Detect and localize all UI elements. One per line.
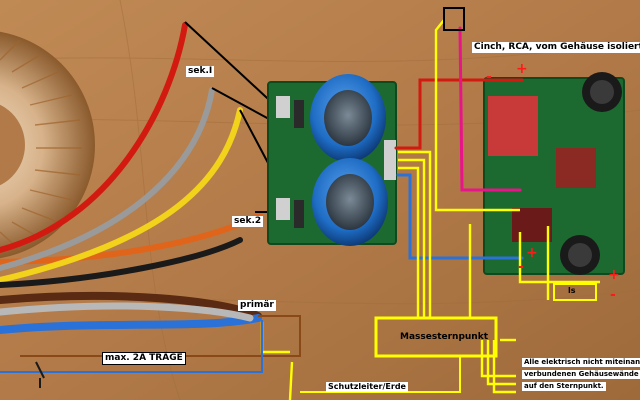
polarity-bottom-minus-1: - [518,259,524,275]
wire-gray [0,87,215,271]
case-note-line3: auf den Sternpunkt. [522,382,606,391]
ls-box [553,283,597,301]
ground-star-box [374,316,498,358]
sek2-label: sek.2 [232,216,264,227]
case-note-line2: verbundenen Gehäusewände kommen [522,370,640,379]
fuse-label: max. 2A TRÄGE [102,352,186,365]
ground-star-label: Massesternpunkt [400,332,489,342]
polarity-top-plus: + [516,61,528,77]
polarity-top-minus: - [486,69,492,85]
case-note-line1: Alle elektrisch nicht miteinander [522,358,640,367]
wire-yellow [0,107,243,283]
filter-capacitors [310,74,388,246]
toroidal-transformer [0,31,95,259]
cinch-label: Cinch, RCA, vom Gehäuse isoliert [472,42,640,53]
primaer-label: primär [238,300,276,311]
wire-black-1 [0,237,243,288]
cinch-connector [443,7,465,31]
wire-gray-2 [0,302,254,322]
protective-earth-label: Schutzleiter/Erde [326,382,408,392]
earth-line [300,356,461,393]
ls-label: ls [568,286,576,295]
signal-pink [458,26,522,192]
polarity-bottom-minus-2: - [610,287,616,303]
supply-red [394,78,524,150]
sek1-label: sek.I [186,66,215,77]
amplifier-board [483,72,625,275]
polarity-bottom-plus-2: + [608,267,620,283]
supply-wires [394,26,524,260]
wire-red [0,22,188,253]
supply-blue [396,173,524,260]
polarity-bottom-plus-1: + [526,245,538,261]
wire-blue [0,314,262,334]
